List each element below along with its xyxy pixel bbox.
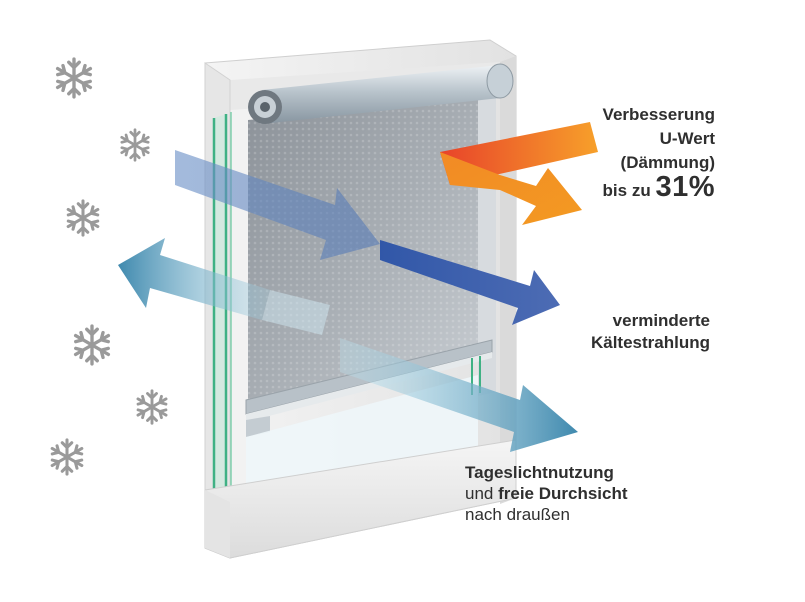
u-value-line1: Verbesserung: [602, 105, 715, 124]
snowflake-icon: [136, 389, 168, 425]
snowflake-icon: [120, 128, 150, 162]
insulation-arrow: [440, 122, 598, 225]
cold-radiation-line2: Kältestrahlung: [590, 333, 710, 352]
cold-radiation-arrow: [175, 150, 560, 325]
cold-radiation-label: verminderte Kältestrahlung: [540, 310, 710, 354]
u-value-line4: bis zu 31%: [560, 173, 715, 203]
daylight-line1: Tageslichtnutzung: [465, 463, 614, 482]
daylight-label: Tageslichtnutzung und freie Durchsicht n…: [465, 462, 705, 525]
daylight-arrow-out: [118, 238, 330, 335]
daylight-line2: und freie Durchsicht: [465, 483, 705, 504]
u-value-line2: U-Wert: [659, 129, 715, 148]
window-sill: [204, 439, 517, 559]
snowflake-icon: [66, 199, 100, 237]
snowflake-icon: [50, 438, 84, 476]
roller-cassette: [248, 63, 514, 124]
daylight-arrow-in: [340, 338, 578, 452]
u-value-percentage: 31%: [655, 171, 715, 203]
snowflake-icon: [73, 324, 111, 366]
daylight-line2-prefix: und: [465, 484, 499, 503]
u-value-label: Verbesserung U-Wert (Dämmung) bis zu 31%: [560, 103, 715, 203]
u-value-prefix: bis zu: [602, 181, 656, 200]
snowflake-icon: [55, 57, 93, 99]
daylight-line3: nach draußen: [465, 505, 570, 524]
daylight-line2-bold: freie Durchsicht: [498, 484, 628, 503]
cold-radiation-line1: verminderte: [612, 311, 710, 330]
u-value-line3: (Dämmung): [620, 153, 715, 172]
